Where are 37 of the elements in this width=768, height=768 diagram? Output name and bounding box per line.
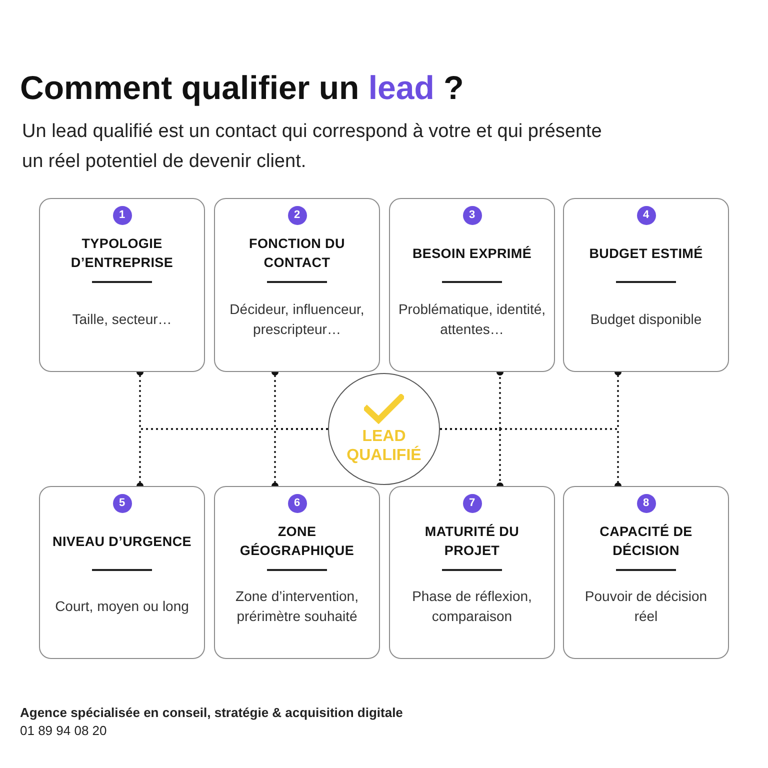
criterion-title: NIVEAU D’URGENCE [52, 532, 192, 550]
criterion-title: ZONE GÉOGRAPHIQUE [238, 523, 356, 560]
criterion-card [389, 486, 555, 659]
criterion-card [39, 486, 205, 659]
step-number: 3 [462, 206, 482, 225]
criterion-title: FONCTION DU CONTACT [248, 235, 346, 272]
criterion-card [389, 198, 555, 372]
step-number: 5 [112, 494, 132, 513]
criterion-title: TYPOLOGIE D’ENTREPRISE [70, 235, 174, 272]
criterion-card [214, 198, 380, 372]
criterion-description: Budget disponible [590, 310, 702, 329]
criterion-description: Problématique, identité, attentes… [398, 300, 546, 339]
step-number: 8 [636, 494, 656, 513]
phone-number: 01 89 94 08 20 [20, 722, 107, 740]
criterion-description: Phase de réflexion, comparaison [411, 587, 533, 626]
step-number: 4 [636, 206, 656, 225]
criterion-title: BUDGET ESTIMÉ [589, 244, 703, 262]
criterion-card [563, 198, 729, 372]
step-number: 6 [288, 494, 306, 513]
footer-text: Agence spécialisée en conseil, stratégie & acquisition digitale [20, 704, 403, 722]
title: Comment qualifier un lead ? [20, 68, 464, 108]
center-label: LEAD QUALIFIÉ [346, 426, 422, 464]
criterion-description: Décideur, influenceur, prescripteur… [228, 300, 366, 339]
criterion-description: Pouvoir de décision réel [584, 587, 708, 626]
criterion-title: BESOIN EXPRIMÉ [412, 244, 532, 262]
subtitle: Un lead qualifié est un contact qui correspond à votre et qui présente un réel potentiel de devenir client. [22, 120, 602, 174]
criterion-card [39, 198, 205, 372]
criterion-title: CAPACITÉ DE DÉCISION [598, 523, 694, 560]
criterion-description: Court, moyen ou long [55, 597, 189, 616]
step-number: 2 [288, 206, 306, 225]
criterion-description: Taille, secteur… [72, 310, 172, 329]
criterion-description: Zone d’intervention, prérimètre souhaité [234, 587, 360, 626]
criterion-title: MATURITÉ DU PROJET [424, 523, 520, 560]
criterion-card [214, 486, 380, 659]
criterion-card [563, 486, 729, 659]
step-number: 1 [112, 206, 132, 225]
step-number: 7 [462, 494, 482, 513]
